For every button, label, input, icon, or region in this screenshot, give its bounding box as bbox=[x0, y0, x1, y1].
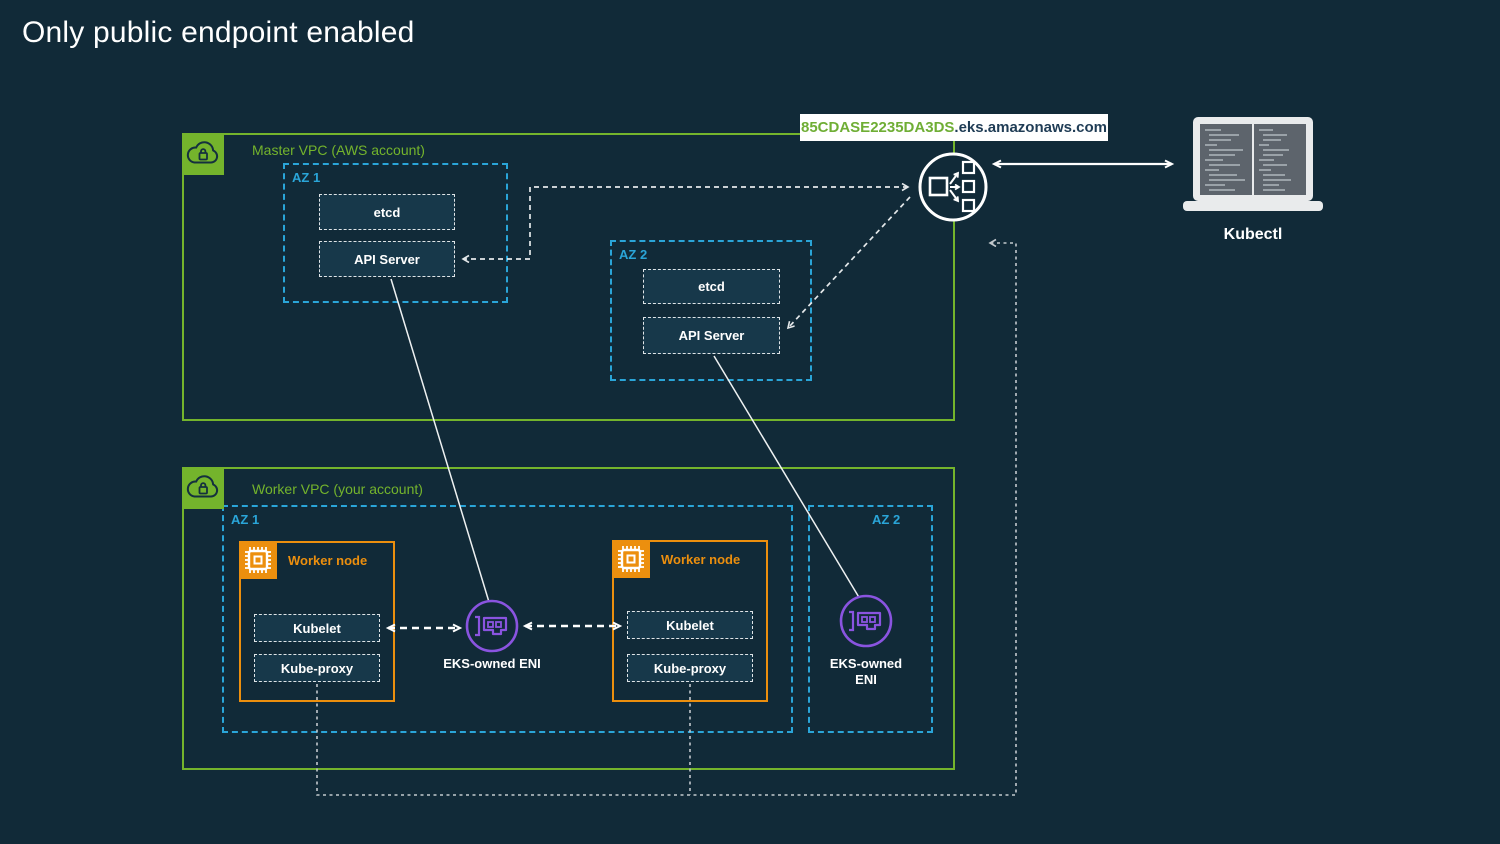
eni2-label-line2: ENI bbox=[855, 672, 877, 687]
worker-az1-label: AZ 1 bbox=[231, 512, 260, 527]
kubectl-laptop-icon bbox=[1183, 117, 1323, 211]
vpc-cloud-lock-icon bbox=[186, 141, 219, 164]
master-az1-etcd-box: etcd bbox=[319, 194, 455, 230]
endpoint-url-box: 85CDASE2235DA3DS.eks.amazonaws.com bbox=[800, 114, 1108, 141]
worker-az2-box bbox=[808, 505, 933, 733]
eni1-label: EKS-owned ENI bbox=[443, 656, 541, 671]
worker-node1-kube-proxy-box: Kube-proxy bbox=[254, 654, 380, 682]
worker-node2-label: Worker node bbox=[661, 552, 741, 567]
worker-vpc-cloud-badge bbox=[182, 467, 224, 509]
endpoint-url-highlight: 85CDASE2235DA3DS bbox=[801, 119, 955, 136]
worker-vpc-label: Worker VPC (your account) bbox=[252, 481, 423, 497]
worker-node2-kubelet-box: Kubelet bbox=[627, 611, 753, 639]
eni2-label-line1: EKS-owned bbox=[829, 656, 903, 671]
master-az1-label: AZ 1 bbox=[292, 170, 321, 185]
worker-node1-kubelet-box: Kubelet bbox=[254, 614, 380, 642]
cpu-chip-icon bbox=[618, 546, 644, 572]
master-vpc-cloud-badge bbox=[182, 133, 224, 175]
worker-node1-badge bbox=[239, 541, 277, 579]
vpc-cloud-lock-icon bbox=[186, 475, 219, 498]
worker-node1-label: Worker node bbox=[288, 553, 368, 568]
master-az1-api-server-box: API Server bbox=[319, 241, 455, 277]
endpoint-url-suffix: .eks.amazonaws.com bbox=[954, 119, 1107, 136]
cpu-chip-icon bbox=[245, 547, 271, 573]
master-vpc-label: Master VPC (AWS account) bbox=[252, 142, 425, 158]
worker-az2-label: AZ 2 bbox=[872, 512, 901, 527]
worker-node2-kube-proxy-box: Kube-proxy bbox=[627, 654, 753, 682]
master-az2-api-server-box: API Server bbox=[643, 317, 780, 354]
eni2-label: EKS-owned ENI bbox=[806, 656, 926, 688]
master-az2-label: AZ 2 bbox=[619, 247, 648, 262]
kubectl-label: Kubectl bbox=[1223, 226, 1283, 243]
master-az2-etcd-box: etcd bbox=[643, 269, 780, 304]
worker-node2-badge bbox=[612, 540, 650, 578]
page-title: Only public endpoint enabled bbox=[22, 16, 415, 49]
